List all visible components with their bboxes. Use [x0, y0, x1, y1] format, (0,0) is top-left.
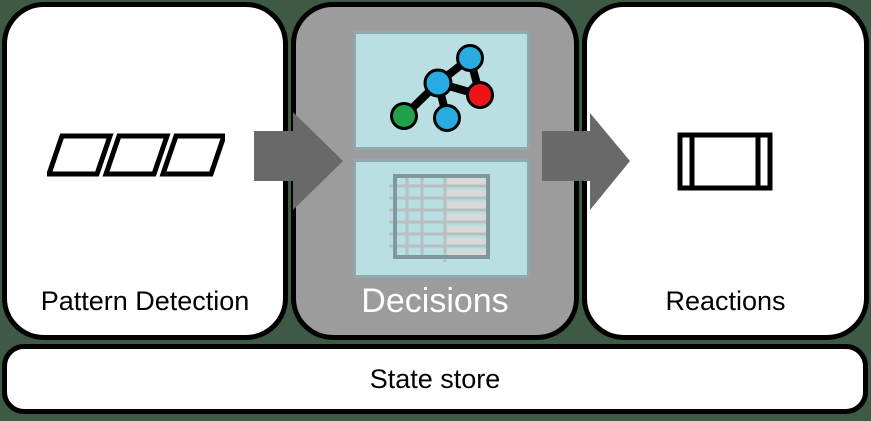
state-store-bar: State store — [2, 344, 868, 414]
three-parallelograms-icon — [47, 133, 225, 177]
decisions-box: Decisions — [291, 2, 579, 340]
pattern-detection-box: Pattern Detection — [2, 2, 288, 340]
spreadsheet-table-icon — [389, 174, 490, 262]
table-gridlines — [389, 176, 489, 262]
state-store-label: State store — [369, 363, 501, 394]
blue-node — [433, 104, 461, 132]
table-filled-cells — [447, 178, 488, 257]
pattern-detection-label: Pattern Detection — [40, 286, 250, 316]
pattern-graph-panel — [353, 31, 530, 150]
blue-node — [456, 44, 484, 72]
arrow-decisions-to-reactions — [542, 113, 630, 210]
blue-node — [423, 68, 453, 98]
network-graph-icon — [390, 44, 494, 132]
table-frame — [393, 174, 490, 259]
decisions-label: Decisions — [361, 282, 509, 320]
arrow-pattern-to-decisions — [254, 112, 343, 210]
reactions-label: Reactions — [665, 286, 786, 316]
red-node — [466, 81, 494, 109]
decision-table-panel — [353, 159, 530, 278]
green-node — [390, 102, 418, 130]
reactions-box: Reactions — [582, 2, 869, 340]
framed-rectangle-icon — [677, 132, 773, 191]
